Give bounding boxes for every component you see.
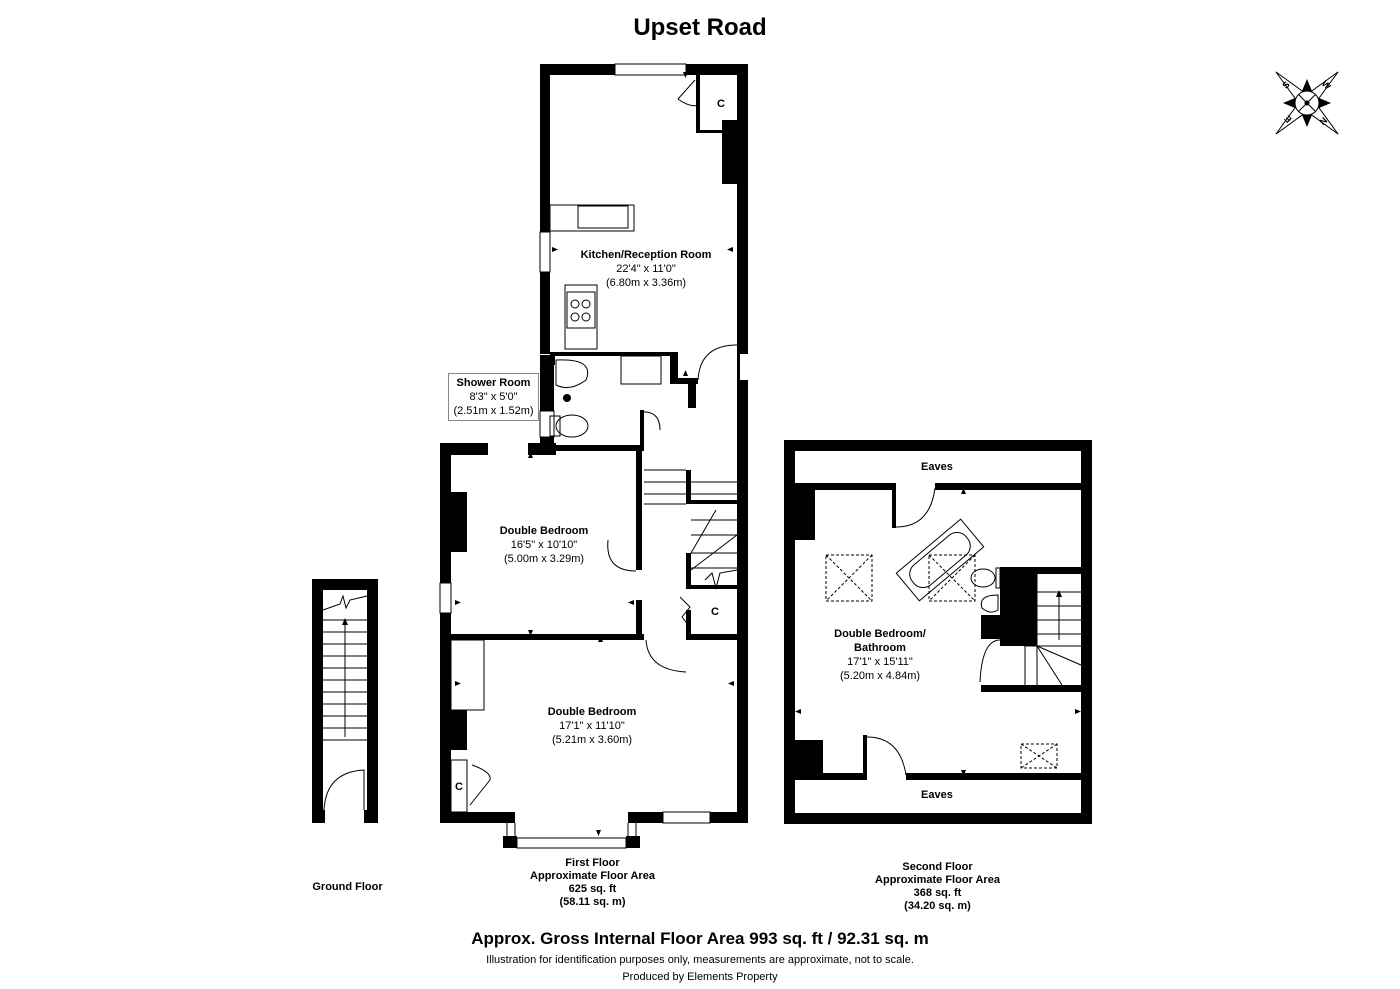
first-floor-plan [439,64,748,848]
floor-sub: Approximate Floor Area [875,874,1000,886]
cupboard-label-bedroom: C [455,781,463,793]
room-label-bedroom1: Double Bedroom 16'5" x 10'10" (5.00m x 3… [484,524,604,566]
page-title: Upset Road [633,14,767,41]
room-name-line2: Bathroom [854,642,906,654]
room-dim-metric: (5.21m x 3.60m) [551,734,633,746]
eaves-label-top: Eaves [921,461,953,473]
second-floor-caption: Second Floor Approximate Floor Area 368 … [845,861,1030,913]
room-name: Kitchen/Reception Room [580,249,712,261]
floor-sqm: (58.11 sq. m) [559,896,626,908]
disclaimer: Illustration for identification purposes… [486,954,914,966]
room-dim-imperial: 22'4" x 11'0" [616,263,676,275]
room-dim-metric: (5.20m x 4.84m) [839,670,921,682]
room-label-bedroom3: Double Bedroom/ Bathroom 17'1" x 15'11" … [820,627,940,683]
gross-internal-area: Approx. Gross Internal Floor Area 993 sq… [471,929,929,948]
room-dim-imperial: 8'3" x 5'0" [469,391,518,403]
room-dim-imperial: 17'1" x 11'10" [559,720,625,732]
floor-sub: Approximate Floor Area [530,870,655,882]
eaves-label-bottom: Eaves [921,789,953,801]
floor-sqm: (34.20 sq. m) [904,900,971,912]
room-name: Double Bedroom [547,706,637,718]
room-label-bedroom2: Double Bedroom 17'1" x 11'10" (5.21m x 3… [532,705,652,747]
room-dim-metric: (2.51m x 1.52m) [453,405,534,417]
compass-rose-icon [1275,71,1339,135]
room-dim-imperial: 16'5" x 10'10" [510,539,578,551]
ground-floor-caption: Ground Floor [300,881,395,894]
producer-credit: Produced by Elements Property [622,971,778,983]
first-floor-caption: First Floor Approximate Floor Area 625 s… [500,857,685,909]
room-label-kitchen: Kitchen/Reception Room 22'4" x 11'0" (6.… [571,248,721,290]
floor-label: First Floor [565,857,620,869]
shower-room-callout [448,373,539,421]
second-floor-plan [784,440,1092,824]
room-dim-imperial: 17'1" x 15'11" [847,656,913,668]
room-label-shower: Shower Room 8'3" x 5'0" (2.51m x 1.52m) [448,376,539,418]
cupboard-label-kitchen: C [717,98,725,110]
floor-sqft: 368 sq. ft [913,887,962,899]
floor-label: Second Floor [902,861,973,873]
room-dim-metric: (5.00m x 3.29m) [503,553,585,565]
room-name-line1: Double Bedroom/ [834,628,926,640]
floor-label: Ground Floor [312,881,383,893]
cupboard-label-landing: C [711,606,719,618]
ground-floor-plan [312,579,378,823]
room-name: Shower Room [456,377,531,389]
room-dim-metric: (6.80m x 3.36m) [605,277,687,289]
room-name: Double Bedroom [499,525,589,537]
floor-sqft: 625 sq. ft [568,883,617,895]
